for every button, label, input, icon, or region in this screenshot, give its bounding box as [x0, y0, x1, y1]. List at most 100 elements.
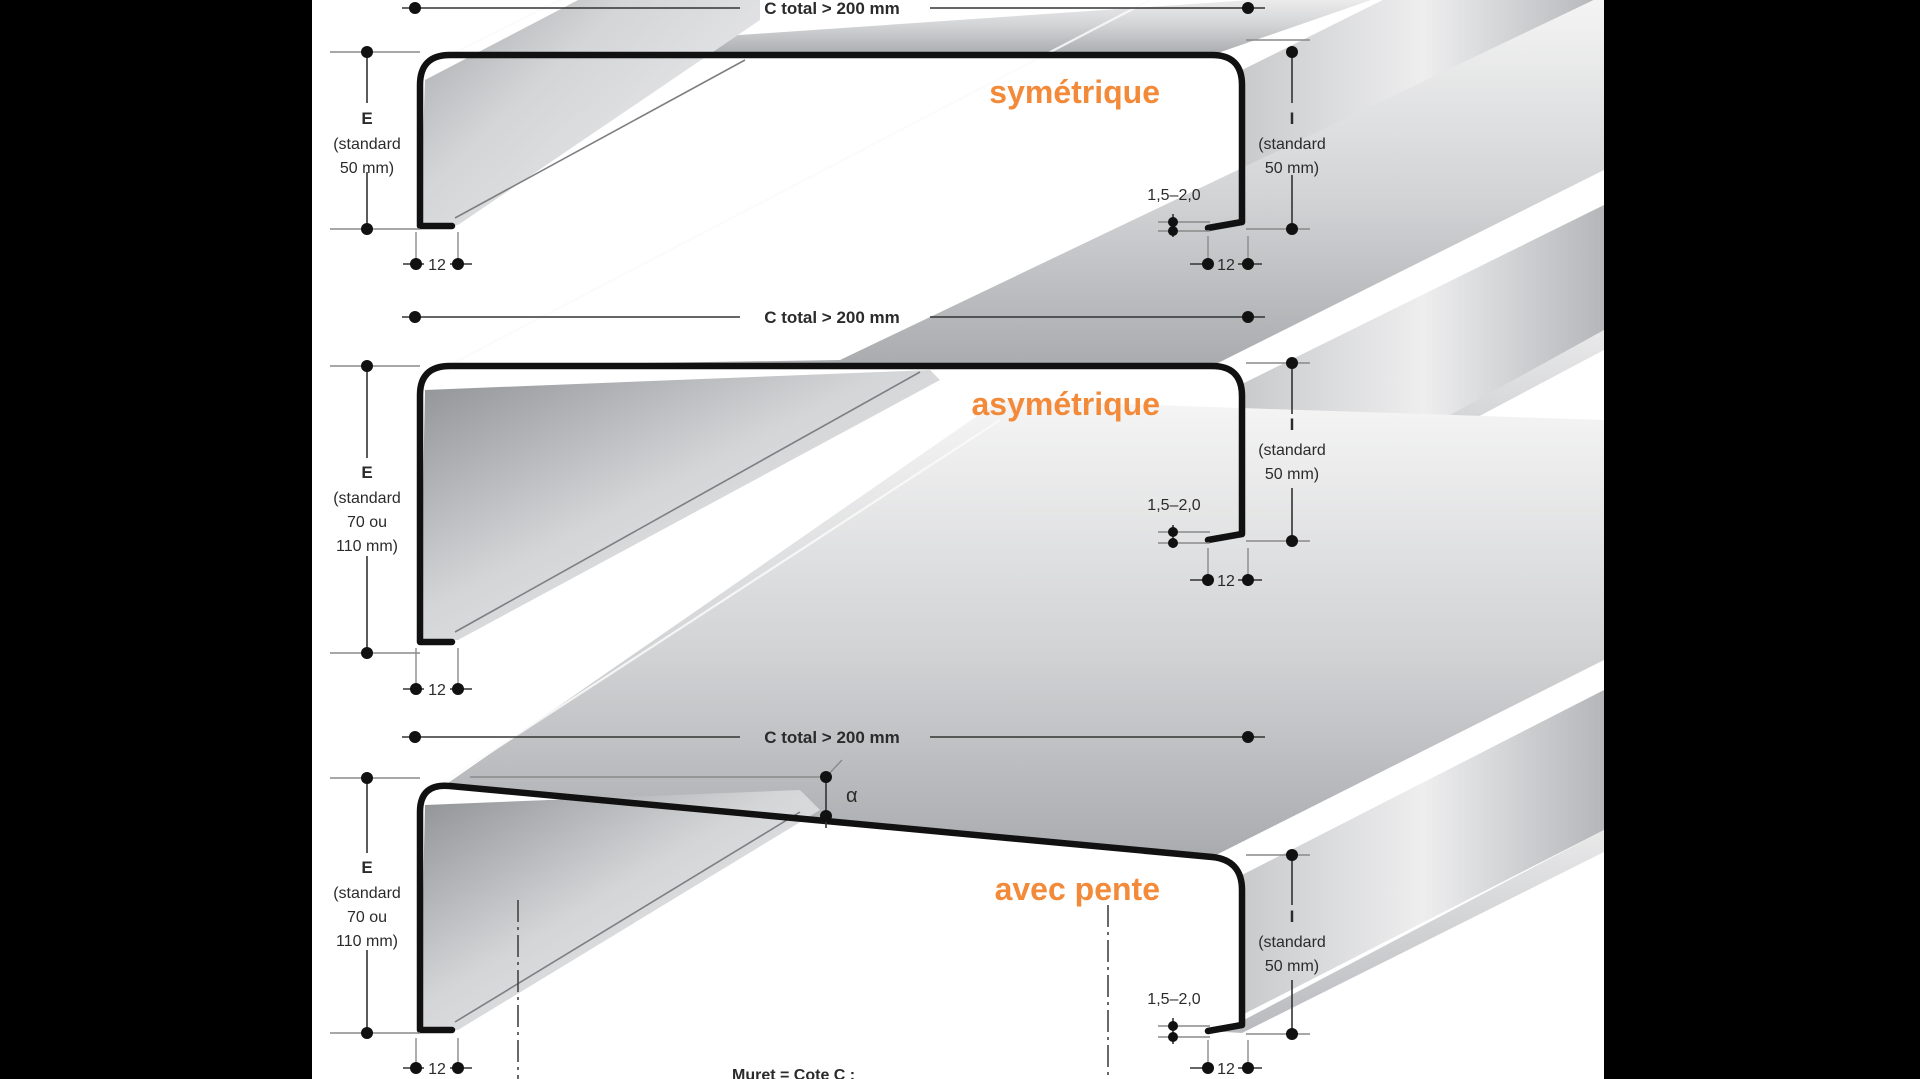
- dim-dot: [409, 311, 421, 323]
- profile-1-e-line-1: (standard: [333, 136, 401, 153]
- profile-2-e-line-2: 70 ou: [347, 514, 387, 531]
- profile-2-return-right-label: 12: [1217, 573, 1235, 590]
- profile-2-c-total-label: C total > 200 mm: [764, 308, 900, 327]
- dim-dot: [1286, 849, 1298, 861]
- dim-dot: [1202, 258, 1214, 270]
- profile-2-inner-face: [420, 370, 940, 640]
- profile-3-ext-lines: [330, 759, 1310, 1072]
- profile-3-metal: [420, 400, 1604, 1033]
- dim-dot: [1286, 357, 1298, 369]
- dim-dot: [410, 1062, 422, 1074]
- profile-3-angle-label: α: [846, 785, 858, 807]
- profile-2-i-line-1: (standard: [1258, 442, 1326, 459]
- dim-dot: [1202, 574, 1214, 586]
- dim-dot: [1168, 217, 1178, 227]
- dim-dot: [409, 2, 421, 14]
- dim-dot: [1242, 731, 1254, 743]
- profile-1-i-line-1: (standard: [1258, 136, 1326, 153]
- dim-dot: [361, 46, 373, 58]
- dim-dot: [1168, 1021, 1178, 1031]
- profile-1-section: [416, 51, 1246, 232]
- profile-3-e-line-2: 70 ou: [347, 909, 387, 926]
- profile-3-crease: [454, 811, 801, 1023]
- profile-1-crease: [454, 59, 746, 219]
- dim-dot: [1202, 1062, 1214, 1074]
- profile-3-return-right-label: 12: [1217, 1061, 1235, 1078]
- profile-2-return-left-label: 12: [428, 682, 446, 699]
- profile-1-i-letter: I: [1290, 109, 1295, 128]
- dimension-dots: [361, 2, 1298, 1074]
- profile-3-bottom-note: Muret = Cote C :: [732, 1067, 855, 1079]
- dim-dot: [361, 223, 373, 235]
- profile-2-crease: [454, 371, 921, 633]
- dim-dot: [1242, 1062, 1254, 1074]
- profile-2-section: [416, 362, 1246, 646]
- dim-dot: [361, 1027, 373, 1039]
- profile-2-e-letter: E: [361, 463, 372, 482]
- extension-lines: [330, 39, 1310, 1072]
- dim-dot: [410, 258, 422, 270]
- profile-1-return-right-label: 12: [1217, 257, 1235, 274]
- profile-3-title: avec pente: [995, 871, 1160, 907]
- wall-axis-lines: [517, 900, 1109, 1079]
- dim-dot: [1168, 538, 1178, 548]
- profile-1-c-total-label: C total > 200 mm: [764, 0, 900, 18]
- profile-outlines: [416, 51, 1246, 1035]
- profile-2-i-line-2: 50 mm): [1265, 466, 1319, 483]
- dim-dot: [1286, 535, 1298, 547]
- dim-dot: [452, 258, 464, 270]
- metal-surfaces: [420, 0, 1604, 1033]
- dim-dot: [409, 731, 421, 743]
- dim-dot: [410, 683, 422, 695]
- profile-3-i-line-1: (standard: [1258, 934, 1326, 951]
- profile-3-e-letter: E: [361, 858, 372, 877]
- labels: C total > 200 mm symétrique E (standard …: [333, 0, 1326, 1079]
- profile-1-ext-lines: [330, 39, 1310, 270]
- profile-1-return-left-label: 12: [428, 257, 446, 274]
- profile-2-i-letter: I: [1290, 415, 1295, 434]
- profile-3-front-face: [1242, 690, 1604, 1015]
- profile-1-e-line-2: 50 mm): [340, 160, 394, 177]
- dim-dot: [1168, 226, 1178, 236]
- profile-1-highlight: [439, 0, 563, 61]
- dim-dot: [1242, 574, 1254, 586]
- profile-3-return-left-label: 12: [428, 1061, 446, 1078]
- profile-1-title: symétrique: [989, 74, 1160, 110]
- dim-dot: [1242, 2, 1254, 14]
- dim-dot: [1168, 1032, 1178, 1042]
- dim-dot: [820, 771, 832, 783]
- profile-2-ext-lines: [330, 362, 1310, 690]
- profile-1-i-line-2: 50 mm): [1265, 160, 1319, 177]
- profile-2-title: asymétrique: [971, 386, 1160, 422]
- profile-2-top-sheet: [448, 0, 1604, 366]
- dim-dot: [1286, 1028, 1298, 1040]
- profile-3-e-line-1: (standard: [333, 885, 401, 902]
- profile-2-thickness-label: 1,5–2,0: [1147, 497, 1200, 514]
- profile-2-e-line-3: 110 mm): [336, 538, 398, 555]
- profile-3-thickness-label: 1,5–2,0: [1147, 991, 1200, 1008]
- profile-3-highlight: [439, 419, 1001, 786]
- dim-dot: [361, 360, 373, 372]
- profile-2-e-line-1: (standard: [333, 490, 401, 507]
- metal-edges: [439, 0, 1151, 1023]
- profile-3-e-line-3: 110 mm): [336, 933, 398, 950]
- profile-3-top-sheet: [448, 400, 1604, 857]
- profile-1-top-sheet: [448, 0, 1604, 55]
- profile-3-c-total-label: C total > 200 mm: [764, 728, 900, 747]
- dim-dot: [820, 810, 832, 822]
- dim-dot: [361, 647, 373, 659]
- profile-3-inner-face: [420, 790, 820, 1030]
- profile-3-section: [416, 782, 1246, 1035]
- dim-dot: [1168, 527, 1178, 537]
- profile-3-i-line-2: 50 mm): [1265, 958, 1319, 975]
- dim-dot: [1242, 311, 1254, 323]
- dim-dot: [1286, 223, 1298, 235]
- dim-dot: [1286, 46, 1298, 58]
- dim-dot: [452, 683, 464, 695]
- profile-1-thickness-label: 1,5–2,0: [1147, 187, 1200, 204]
- dim-dot: [1242, 258, 1254, 270]
- profile-2-highlight: [439, 0, 1151, 371]
- profile-1-e-letter: E: [361, 109, 372, 128]
- profile-3-i-letter: I: [1290, 907, 1295, 926]
